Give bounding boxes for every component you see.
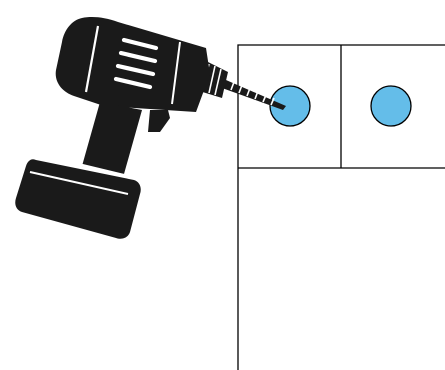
- drill-body: [56, 17, 210, 112]
- hole-right: [371, 86, 411, 126]
- drill-icon: [15, 17, 286, 239]
- cabinet-panel: [238, 45, 445, 370]
- drill-handle: [82, 102, 142, 174]
- drill-trigger: [148, 110, 170, 132]
